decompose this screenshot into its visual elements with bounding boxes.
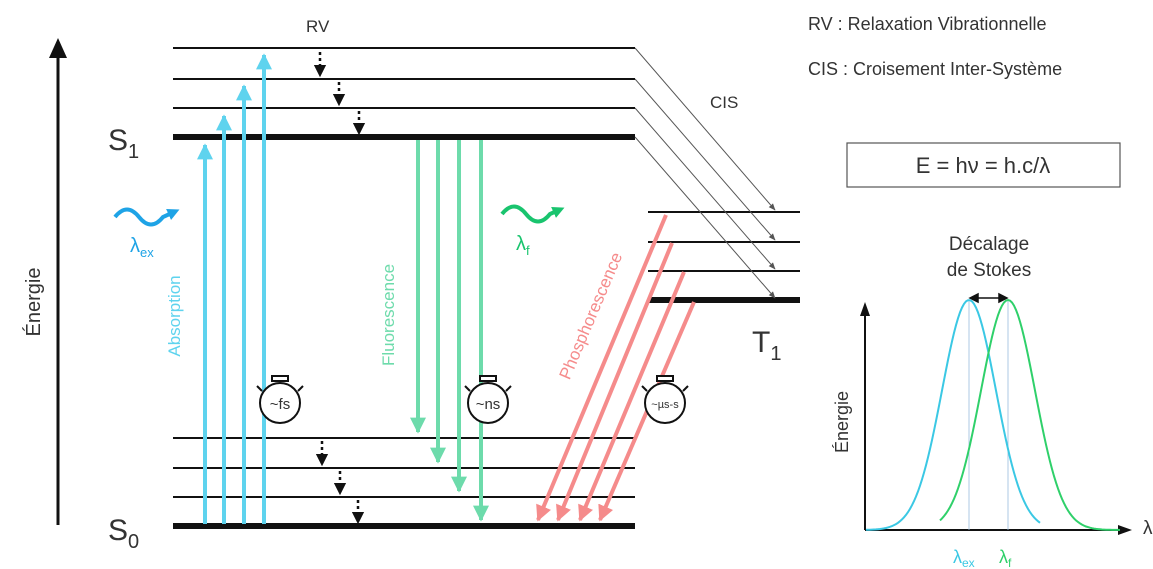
timer-us-s-label: ~µs-s bbox=[651, 399, 679, 411]
t1-label: T1 bbox=[752, 326, 781, 365]
spectrum-x-label: λ bbox=[1143, 518, 1153, 539]
rv-definition: RV : Relaxation Vibrationnelle bbox=[808, 14, 1046, 34]
absorption-arrows bbox=[197, 53, 272, 524]
s0-levels bbox=[173, 437, 635, 529]
absorption-label: Absorption bbox=[165, 275, 184, 356]
spectrum-lambda-ex-label: λex bbox=[953, 547, 975, 569]
stopwatch-us-s-icon bbox=[641, 375, 689, 424]
peak-guides bbox=[968, 300, 1009, 530]
fluorescence-label: Fluorescence bbox=[379, 264, 398, 366]
stokes-title-line2: de Stokes bbox=[947, 260, 1032, 281]
timer-fs-label: ~fs bbox=[270, 396, 290, 413]
s0-label: S0 bbox=[108, 514, 139, 553]
vibrational-relaxation-arrows bbox=[313, 52, 366, 525]
timer-ns-label: ~ns bbox=[476, 396, 501, 413]
lambda-f-label: λf bbox=[516, 233, 530, 258]
stopwatch-ns-icon bbox=[464, 375, 512, 424]
emission-photon-wave-icon bbox=[500, 204, 565, 224]
cis-definition: CIS : Croisement Inter-Système bbox=[808, 59, 1062, 79]
lambda-ex-label: λex bbox=[130, 235, 154, 260]
stopwatch-fs-icon bbox=[256, 375, 304, 424]
phosphorescence-label: Phosphorescence bbox=[556, 250, 627, 383]
emission-spectrum-curve bbox=[939, 298, 1121, 531]
equation-box bbox=[846, 142, 1121, 188]
s1-label: S1 bbox=[108, 124, 139, 163]
s1-levels bbox=[173, 47, 635, 140]
fluorescence-arrows bbox=[410, 140, 489, 522]
energy-axis-label: Énergie bbox=[22, 268, 45, 337]
cis-label: CIS bbox=[710, 93, 738, 112]
spectrum-y-label: Énergie bbox=[832, 391, 852, 453]
excitation-photon-wave-icon bbox=[113, 207, 180, 227]
spectrum-lambda-f-label: λf bbox=[999, 547, 1012, 569]
intersystem-crossing-lines bbox=[634, 47, 776, 299]
t1-levels bbox=[648, 211, 800, 303]
stokes-title-line1: Décalage bbox=[949, 234, 1029, 255]
energy-axis bbox=[49, 38, 67, 525]
equation-text: E = hν = h.c/λ bbox=[916, 153, 1051, 178]
spectrum-axes bbox=[860, 302, 1132, 535]
rv-label: RV bbox=[306, 17, 330, 36]
stokes-shift-arrow bbox=[968, 292, 1009, 304]
excitation-spectrum-curve bbox=[866, 299, 1041, 531]
